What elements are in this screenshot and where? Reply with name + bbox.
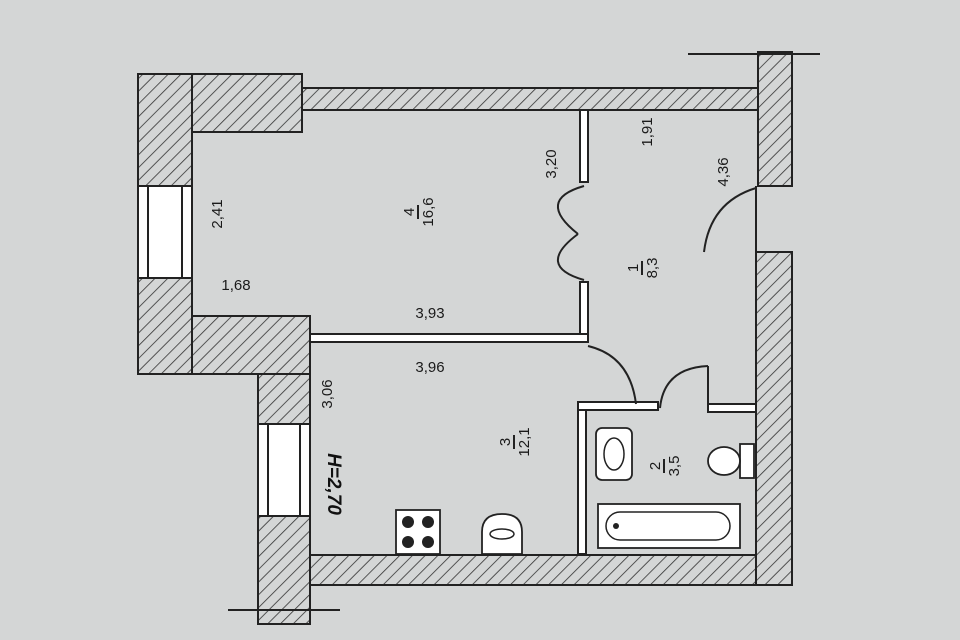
toilet-icon <box>707 443 755 479</box>
room-area: 8,3 <box>644 258 661 279</box>
room-area: 3,5 <box>666 456 683 477</box>
room-area: 16,6 <box>420 197 437 226</box>
room-number: 2 <box>647 462 664 470</box>
wall-lower-left-bottom <box>257 515 311 625</box>
window-lower <box>257 423 311 517</box>
room-label-3: 3 12,1 <box>497 427 533 456</box>
wall-left-upper <box>137 73 193 187</box>
doors <box>557 185 757 410</box>
room-number: 3 <box>497 438 514 446</box>
room-label-4: 4 16,6 <box>401 197 437 226</box>
wall-top-left-block <box>189 73 303 133</box>
wall-right-upper <box>757 51 793 187</box>
dimension-3-96: 3,96 <box>415 359 444 376</box>
dimension-4-36: 4,36 <box>715 157 732 186</box>
room-area: 12,1 <box>516 427 533 456</box>
ceiling-height: H=2,70 <box>323 453 344 515</box>
room-label-1: 1 8,3 <box>625 258 661 279</box>
room-labels: 4 16,6 1 8,3 3 12,1 2 3,5 <box>401 197 683 476</box>
stove-icon <box>395 509 441 555</box>
dimension-1-68: 1,68 <box>221 277 250 294</box>
dimension-1-91: 1,91 <box>639 117 656 146</box>
room-number: 4 <box>401 208 418 216</box>
window-left <box>137 185 193 279</box>
fixtures <box>395 427 755 555</box>
exterior-walls <box>137 51 820 625</box>
kitchen-sink-icon <box>481 513 523 555</box>
wall-bottom <box>309 554 793 586</box>
dimension-3-20: 3,20 <box>543 149 560 178</box>
wall-top <box>299 87 761 111</box>
bathroom-sink-icon <box>595 427 633 481</box>
room-number: 1 <box>625 264 642 272</box>
dimension-3-06: 3,06 <box>319 379 336 408</box>
dimension-2-41: 2,41 <box>209 199 226 228</box>
dimension-3-93: 3,93 <box>415 305 444 322</box>
interior-partitions <box>309 109 757 555</box>
wall-offset-block <box>191 315 311 375</box>
room-label-2: 2 3,5 <box>647 456 683 477</box>
bathtub-icon <box>597 503 741 549</box>
wall-lower-left <box>257 373 311 425</box>
wall-right-lower <box>755 251 793 586</box>
dimension-labels: 1,91 4,36 3,20 2,41 1,68 3,93 3,96 3,06 … <box>209 117 732 515</box>
wall-left-lower <box>137 277 193 375</box>
